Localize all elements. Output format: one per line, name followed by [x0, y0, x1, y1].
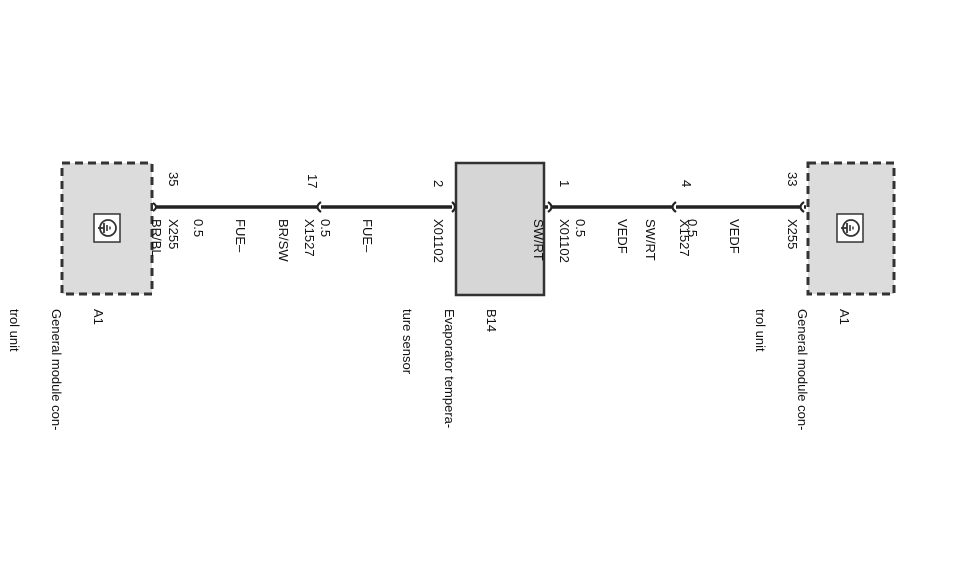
- connector-label: X01102: [431, 219, 446, 263]
- sensor-label: B14 Evaporator tempera- ture sensor: [372, 309, 526, 428]
- wire-name: FUE–: [360, 219, 375, 253]
- component-ref: A1: [837, 309, 852, 325]
- wire-color: SW/RT: [531, 219, 546, 261]
- component-desc: trol unit: [7, 309, 22, 352]
- pin-number: 1: [557, 180, 572, 188]
- component-desc: Evaporator tempera-: [442, 309, 457, 429]
- sensor-box[interactable]: [454, 161, 546, 297]
- connector-pin-sensor-right: [547, 201, 553, 213]
- component-desc: trol unit: [753, 309, 768, 352]
- connector-pin-sensor-left: [451, 201, 457, 213]
- wire-name: VEDF: [727, 219, 742, 254]
- ground-symbol-icon: [836, 213, 864, 243]
- wire-color: SW/RT: [643, 219, 658, 261]
- wire-size: 0.5: [318, 219, 333, 238]
- right-module-label: A1 General module con- trol unit: [725, 309, 879, 430]
- component-ref: B14: [484, 309, 499, 333]
- ground-symbol-icon: [93, 213, 121, 243]
- pin-number: 35: [166, 172, 181, 187]
- connector-pin-left-inline: [316, 201, 322, 213]
- left-module-label: A1 General module con- trol unit: [0, 309, 133, 430]
- wire-size: 0.5: [191, 219, 206, 238]
- connector-pin-right-inline: [671, 201, 677, 213]
- wire-size: 0.5: [573, 219, 588, 238]
- wire-size: 0.5: [685, 219, 700, 238]
- component-desc: General module con-: [49, 309, 64, 431]
- component-ref: A1: [91, 309, 106, 325]
- wire-color: BR/BL: [149, 219, 164, 257]
- wire-color: BR/SW: [276, 219, 291, 262]
- connector-pin-left-module: [152, 202, 157, 212]
- wire-label: FUE– 0.5 BR/SW: [248, 219, 402, 262]
- wire-label: VEDF 0.5 SW/RT: [615, 219, 769, 261]
- connector-pin-right-module: [799, 201, 805, 213]
- wire-name: FUE–: [233, 219, 248, 253]
- pin-number: 2: [431, 180, 446, 188]
- pin-number: 17: [305, 174, 320, 189]
- pin-number: 4: [679, 180, 694, 188]
- pin-number: 33: [785, 172, 800, 187]
- connector-label: X255: [785, 219, 800, 250]
- component-desc: ture sensor: [400, 309, 415, 375]
- component-desc: General module con-: [795, 309, 810, 431]
